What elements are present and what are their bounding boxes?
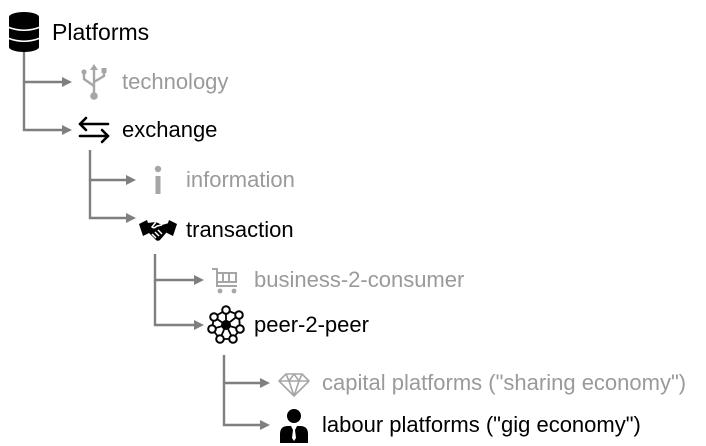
node-transaction-label: transaction — [186, 217, 294, 242]
exchange-arrows-icon — [74, 110, 114, 150]
node-peer-2-peer-label: peer-2-peer — [254, 312, 369, 337]
worker-icon — [274, 405, 314, 445]
arrowhead-capital — [260, 378, 270, 388]
info-icon — [138, 160, 178, 200]
node-information-label: information — [186, 167, 295, 192]
node-technology: technology — [74, 62, 228, 102]
node-transaction: transaction — [138, 210, 294, 250]
node-labour-platforms: labour platforms ("gig economy") — [274, 405, 641, 445]
connector-exchange-information — [88, 150, 128, 182]
node-information: information — [138, 160, 295, 200]
node-business-2-consumer: business-2-consumer — [206, 260, 464, 300]
arrowhead-information — [126, 175, 136, 185]
usb-icon — [74, 62, 114, 102]
connector-p2p-labour — [222, 383, 262, 427]
node-platforms-label: Platforms — [52, 19, 150, 45]
shopping-cart-icon — [206, 260, 246, 300]
node-labour-platforms-label: labour platforms ("gig economy") — [322, 412, 641, 437]
node-business-2-consumer-label: business-2-consumer — [254, 267, 465, 292]
node-capital-platforms-label: capital platforms ("sharing economy") — [322, 370, 687, 395]
arrowhead-technology — [62, 77, 72, 87]
node-peer-2-peer: peer-2-peer — [206, 305, 369, 345]
database-icon — [4, 12, 44, 52]
arrowhead-transaction — [126, 213, 136, 223]
connector-platforms-technology — [22, 50, 64, 84]
connector-transaction-p2p — [153, 280, 196, 327]
arrowhead-p2p — [194, 320, 204, 330]
node-capital-platforms: capital platforms ("sharing economy") — [274, 363, 686, 403]
arrowhead-labour — [260, 420, 270, 430]
connector-platforms-exchange — [22, 82, 64, 132]
node-platforms: Platforms — [4, 12, 149, 52]
arrowhead-exchange — [62, 125, 72, 135]
node-exchange: exchange — [74, 110, 217, 150]
diamond-icon — [274, 363, 314, 403]
connector-exchange-transaction — [88, 180, 128, 220]
handshake-icon — [138, 210, 178, 250]
node-exchange-label: exchange — [122, 117, 218, 142]
network-icon — [206, 305, 246, 345]
node-technology-label: technology — [122, 69, 229, 94]
connector-transaction-b2c — [153, 254, 196, 282]
arrowhead-b2c — [194, 275, 204, 285]
connector-p2p-capital — [222, 355, 262, 385]
